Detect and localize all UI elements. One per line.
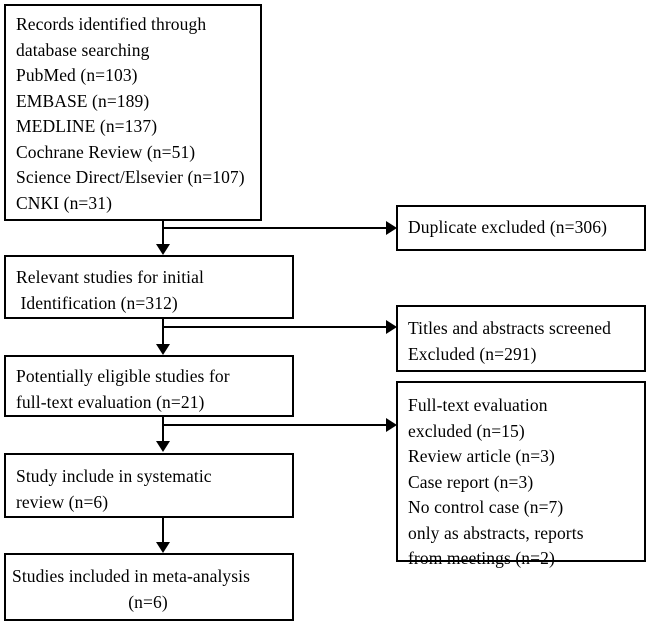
fulltext-excluded-line-5: No control case (n=7)	[408, 497, 564, 517]
systematic-review-box: Study include in systematic review (n=6)	[4, 453, 294, 518]
connector-relevant-to-titles	[162, 326, 386, 328]
fulltext-excluded-line-4: Case report (n=3)	[408, 471, 534, 492]
records-identified-box: Records identified through database sear…	[4, 4, 262, 221]
records-identified-line-5: MEDLINE (n=137)	[16, 116, 158, 136]
arrowhead-relevant-to-eligible	[156, 344, 170, 355]
relevant-studies-line-1: Relevant studies for initial	[16, 267, 204, 287]
records-identified-line-6: Cochrane Review (n=51)	[16, 141, 196, 162]
potentially-eligible-box: Potentially eligible studies for full-te…	[4, 355, 294, 417]
connector-records-to-relevant	[162, 221, 164, 244]
arrowhead-review-to-meta	[156, 542, 170, 553]
connector-eligible-to-fulltext	[162, 424, 386, 426]
fulltext-excluded-line-2: excluded (n=15)	[408, 420, 525, 441]
systematic-review-line-2: review (n=6)	[16, 491, 109, 512]
fulltext-excluded-box: Full-text evaluation excluded (n=15) Rev…	[396, 381, 646, 568]
duplicate-excluded-line-1: Duplicate excluded (n=306)	[408, 217, 608, 238]
relevant-studies-box: Relevant studies for initial Identificat…	[4, 255, 294, 319]
meta-analysis-line-1: Studies included in meta-analysis	[12, 566, 251, 586]
records-identified-line-2: database searching	[16, 39, 150, 60]
potentially-eligible-line-2: full-text evaluation (n=21)	[16, 391, 205, 412]
records-identified-line-7: Science Direct/Elsevier (n=107)	[16, 167, 245, 187]
titles-abstracts-line-2: Excluded (n=291)	[408, 343, 537, 364]
arrowhead-relevant-to-titles	[386, 320, 397, 334]
connector-eligible-to-review	[162, 417, 164, 441]
arrowhead-eligible-to-fulltext	[386, 418, 397, 432]
connector-review-to-meta	[162, 518, 164, 542]
meta-analysis-line-2: (n=6)	[128, 591, 168, 612]
fulltext-excluded-line-1: Full-text evaluation	[408, 395, 548, 415]
records-identified-line-8: CNKI (n=31)	[16, 192, 113, 213]
titles-abstracts-screened-box: Titles and abstracts screened Excluded (…	[396, 305, 646, 372]
records-identified-line-1: Records identified through	[16, 14, 207, 34]
records-identified-line-4: EMBASE (n=189)	[16, 90, 150, 111]
potentially-eligible-line-1: Potentially eligible studies for	[16, 366, 230, 386]
relevant-studies-line-2: Identification (n=312)	[16, 292, 178, 313]
arrowhead-eligible-to-review	[156, 441, 170, 452]
duplicate-excluded-box: Duplicate excluded (n=306)	[396, 205, 646, 251]
connector-relevant-to-eligible	[162, 319, 164, 344]
records-identified-line-3: PubMed (n=103)	[16, 65, 138, 85]
fulltext-excluded-line-3: Review article (n=3)	[408, 446, 555, 466]
fulltext-excluded-line-6: only as abstracts, reports	[408, 522, 584, 543]
arrowhead-records-to-duplicate	[386, 221, 397, 235]
connector-records-to-duplicate	[162, 227, 386, 229]
arrowhead-records-to-relevant	[156, 244, 170, 255]
systematic-review-line-1: Study include in systematic	[16, 466, 212, 486]
meta-analysis-box: Studies included in meta-analysis (n=6)	[4, 553, 294, 621]
fulltext-excluded-line-7: from meetings (n=2)	[408, 548, 555, 568]
titles-abstracts-line-1: Titles and abstracts screened	[408, 318, 611, 338]
